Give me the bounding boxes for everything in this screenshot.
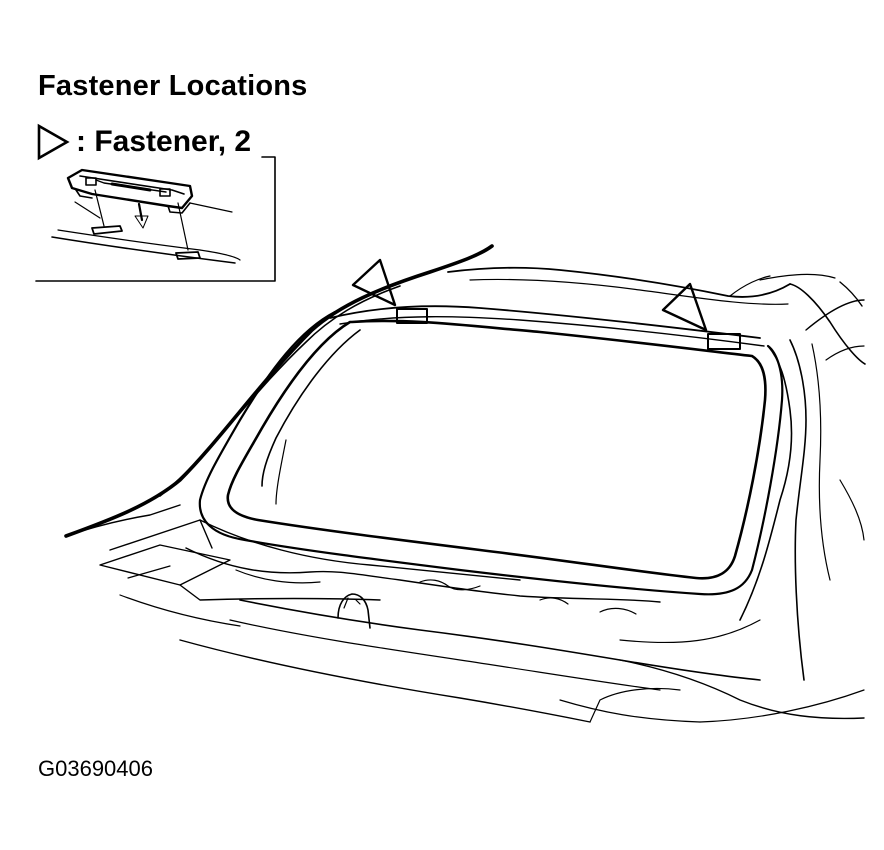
legend: : Fastener, 2: [36, 123, 251, 161]
fastener-inset: [35, 156, 276, 282]
figure-code: G03690406: [38, 756, 153, 781]
diagram-title: Fastener Locations: [38, 70, 308, 102]
legend-text: : Fastener, 2: [76, 125, 252, 158]
vehicle-rear-window-illustration: [64, 244, 866, 723]
triangle-marker-icon: [37, 123, 70, 161]
